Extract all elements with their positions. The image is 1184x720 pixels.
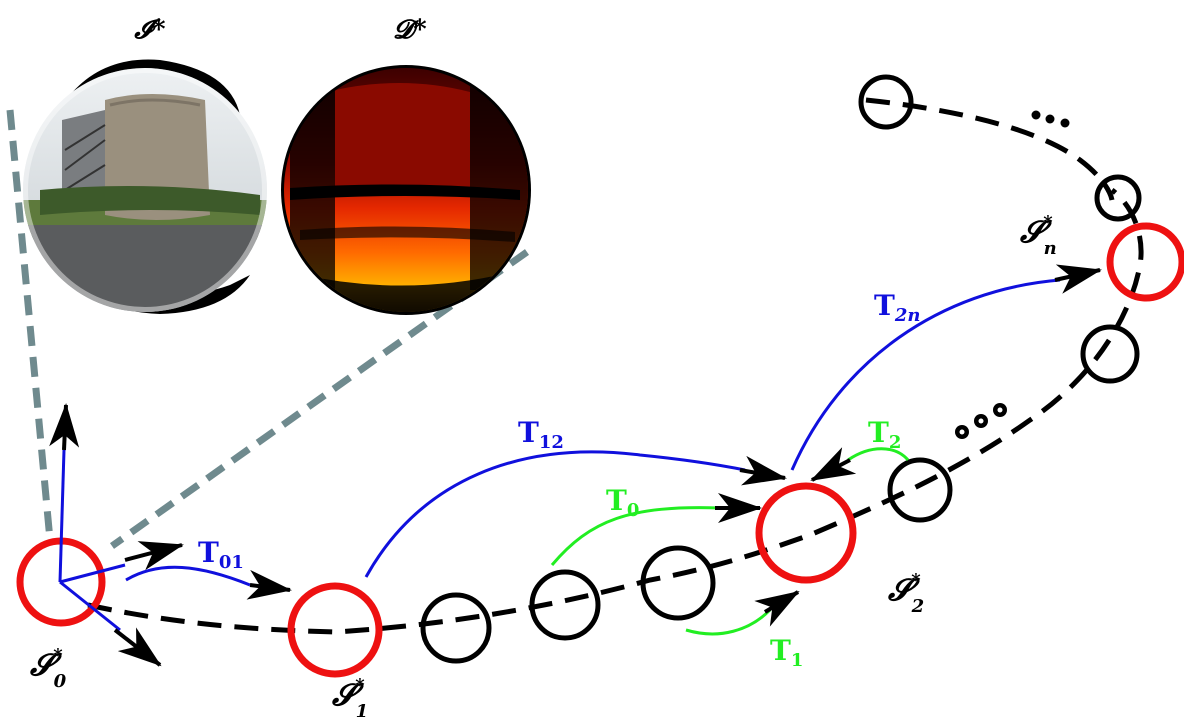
label-t0: T0: [606, 484, 639, 521]
label-s0: 𝓢*0: [29, 645, 67, 692]
keyframe-circle-s2: [759, 486, 853, 580]
edge-t12: [366, 452, 745, 577]
edge-t12-tip: [740, 470, 785, 478]
frame-circle: [643, 548, 713, 618]
label-t1: T1: [770, 634, 803, 671]
frame-circle: [1097, 177, 1139, 219]
label-t01: T01: [198, 536, 244, 573]
axis-right-black: [125, 545, 182, 560]
edge-t01-tip: [250, 585, 290, 590]
label-s1: 𝓢*1: [331, 675, 368, 720]
axis-down-black: [115, 630, 160, 665]
edge-t1-tip: [765, 592, 798, 612]
label-t12: T12: [518, 416, 564, 453]
label-t2n: T2n: [874, 289, 920, 326]
label-t2: T2: [868, 416, 901, 453]
keyframe-circle-sn: [1110, 226, 1182, 298]
edge-t2-tip: [812, 460, 850, 480]
edge-t2n: [792, 280, 1060, 470]
trajectory-top: [866, 100, 1112, 200]
label-s2: 𝓢*2: [887, 570, 924, 617]
coordinate-axes-s0: [60, 405, 182, 665]
depth-label: 𝓓*: [393, 15, 427, 45]
edge-t2n-tip: [1055, 270, 1100, 280]
label-sn: 𝓢*n: [1019, 212, 1057, 259]
ellipsis-dots-middle: [955, 403, 1007, 439]
axis-right-blue: [60, 565, 125, 582]
image-label: 𝓘*: [133, 15, 166, 45]
frame-circle: [1083, 327, 1137, 381]
spherical-depth-map: 𝓓*: [280, 15, 540, 325]
axis-up-black: [64, 405, 66, 450]
ellipsis-marks: [955, 111, 1070, 440]
axis-up-blue: [60, 450, 64, 582]
frame-circle: [423, 595, 489, 661]
ellipsis-dots-top: [1032, 111, 1070, 128]
spherical-image: 𝓘*: [20, 15, 270, 315]
frame-circle: [890, 460, 950, 520]
